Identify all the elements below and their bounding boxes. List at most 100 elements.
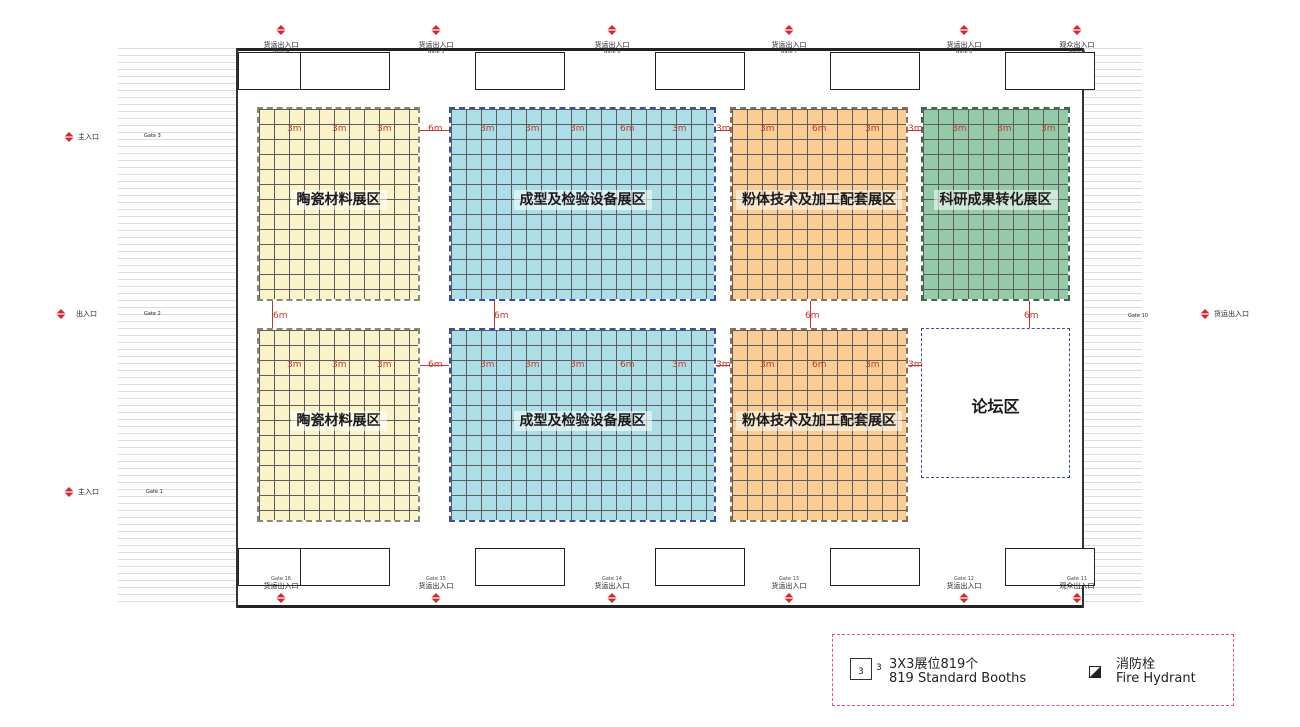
dimension-line (908, 130, 921, 131)
gate-label: 货运出入口 (418, 41, 454, 49)
zone-label: 论坛区 (922, 393, 1069, 418)
entry-marker-icon (959, 25, 969, 35)
zone-ceramic-bottom[interactable]: 陶瓷材料展区 (257, 328, 420, 522)
gate-code: Gate 15 (426, 576, 446, 582)
gate-code: Gate 2 (144, 311, 161, 317)
west-entry-gate2[interactable]: 出入口 (56, 309, 97, 319)
legend-booth-cn: 3X3展位819个 (889, 657, 979, 672)
zone-forum[interactable]: 论坛区 (921, 328, 1070, 478)
gate-label: 货运出入口 (594, 582, 630, 590)
dimension-line (716, 130, 730, 131)
zone-powder-bottom[interactable]: 粉体技术及加工配套展区 (730, 328, 908, 522)
gate-label: 货运出入口 (418, 582, 454, 590)
service-pod (300, 52, 390, 90)
dimension-label: 3m (332, 124, 347, 134)
gate-code: Gate 13 (779, 576, 799, 582)
dimension-line (1029, 301, 1030, 328)
dimension-label: 3m (525, 360, 540, 370)
service-pod (1005, 548, 1095, 586)
entry-marker-icon (959, 593, 969, 603)
zone-research[interactable]: 科研成果转化展区 (921, 107, 1070, 301)
service-pod (475, 548, 565, 586)
entry-marker-icon (431, 25, 441, 35)
service-pod (300, 548, 390, 586)
gate-code: Gate 14 (602, 576, 622, 582)
legend-hydrant-cn: 消防栓 (1116, 657, 1156, 672)
gate-code: Gate 3 (144, 133, 161, 139)
entry-marker-icon (784, 25, 794, 35)
west-entry-gate3[interactable]: 主入口 (64, 132, 99, 142)
gate-code: Gate 16 (271, 576, 291, 582)
dimension-label: 3m (760, 360, 775, 370)
gate-label: 货运出入口 (771, 41, 807, 49)
entry-marker-icon (784, 593, 794, 603)
zone-powder-top[interactable]: 粉体技术及加工配套展区 (730, 107, 908, 301)
gate-code: Gate 4 (272, 49, 290, 55)
zone-forming-top[interactable]: 成型及检验设备展区 (449, 107, 716, 301)
dimension-label: 3m (480, 360, 495, 370)
dimension-line (810, 301, 811, 328)
gate-code: Gate 9 (1068, 49, 1086, 55)
entry-marker-icon (1072, 593, 1082, 603)
zone-ceramic-top[interactable]: 陶瓷材料展区 (257, 107, 420, 301)
gate-code: Gate 8 (955, 49, 973, 55)
dimension-label: 3m (997, 124, 1012, 134)
service-pod (1005, 52, 1095, 90)
dimension-label: 3m (525, 124, 540, 134)
dimension-label: 3m (672, 360, 687, 370)
east-entry-gate10[interactable]: 货运出入口 (1200, 309, 1249, 319)
dimension-label: 6m (494, 311, 509, 321)
dimension-label: 3m (332, 360, 347, 370)
entry-marker-icon (64, 132, 74, 142)
gate-label: 观众出入口 (1059, 582, 1095, 590)
dimension-label: 3m (952, 124, 967, 134)
dimension-line (908, 365, 921, 366)
service-pod (475, 52, 565, 90)
zone-label: 科研成果转化展区 (923, 189, 1068, 210)
entry-marker-icon (276, 593, 286, 603)
entry-marker-icon (64, 487, 74, 497)
dimension-label: 6m (1024, 311, 1039, 321)
entry-marker-icon (431, 593, 441, 603)
zone-label: 陶瓷材料展区 (259, 410, 418, 431)
dimension-label: 6m (812, 360, 827, 370)
service-pod (830, 548, 920, 586)
dimension-label: 3m (865, 360, 880, 370)
gate-code: Gate 12 (954, 576, 974, 582)
gate-code: Gate 10 (1128, 313, 1148, 319)
west-entry-gate1[interactable]: 主入口 (64, 487, 99, 497)
dimension-label: 3m (908, 124, 923, 134)
entry-marker-icon (276, 25, 286, 35)
entry-label: 货运出入口 (1214, 310, 1249, 318)
dimension-label: 6m (812, 124, 827, 134)
dimension-label: 3m (287, 124, 302, 134)
gate-label: 货运出入口 (594, 41, 630, 49)
gate-label: 货运出入口 (946, 41, 982, 49)
dimension-label: 3m (760, 124, 775, 134)
zone-label: 成型及检验设备展区 (451, 189, 714, 210)
gate-code: Gate 5 (427, 49, 445, 55)
gate-code: Gate 1 (146, 489, 163, 495)
booth-swatch-label: 3 (858, 667, 864, 677)
dimension-label: 3m (716, 124, 731, 134)
east-service-block (1082, 48, 1142, 608)
entry-marker-icon (1072, 25, 1082, 35)
entry-marker-icon (607, 593, 617, 603)
zone-forming-bottom[interactable]: 成型及检验设备展区 (449, 328, 716, 522)
gate-label: 货运出入口 (263, 41, 299, 49)
entry-marker-icon (607, 25, 617, 35)
dimension-line (420, 365, 449, 366)
dimension-label: 6m (805, 311, 820, 321)
